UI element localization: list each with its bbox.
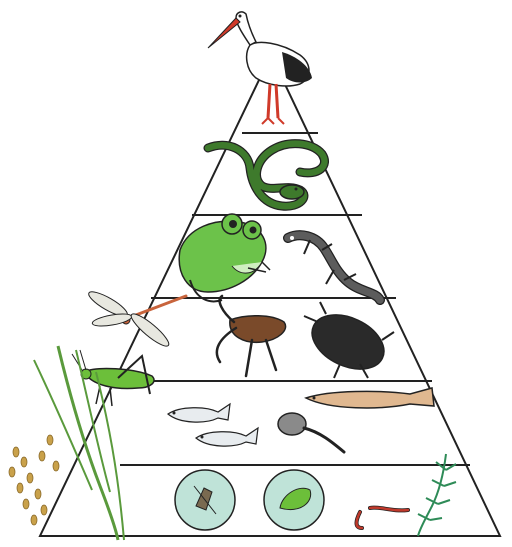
plankton bbox=[175, 470, 235, 530]
frog bbox=[179, 214, 270, 301]
pyramid-outline bbox=[40, 55, 500, 536]
grasshopper bbox=[72, 350, 154, 406]
diving-beetle bbox=[303, 302, 394, 380]
water-scorpion bbox=[217, 296, 286, 376]
loach bbox=[306, 388, 434, 408]
snake bbox=[208, 144, 325, 207]
water-weed bbox=[418, 454, 456, 536]
small-fish bbox=[196, 428, 258, 446]
pyramid-triangle bbox=[40, 55, 500, 536]
worm bbox=[357, 508, 409, 528]
plankton bbox=[264, 470, 324, 530]
tadpole bbox=[278, 413, 344, 452]
small-fish bbox=[168, 404, 230, 422]
newt bbox=[288, 235, 380, 300]
